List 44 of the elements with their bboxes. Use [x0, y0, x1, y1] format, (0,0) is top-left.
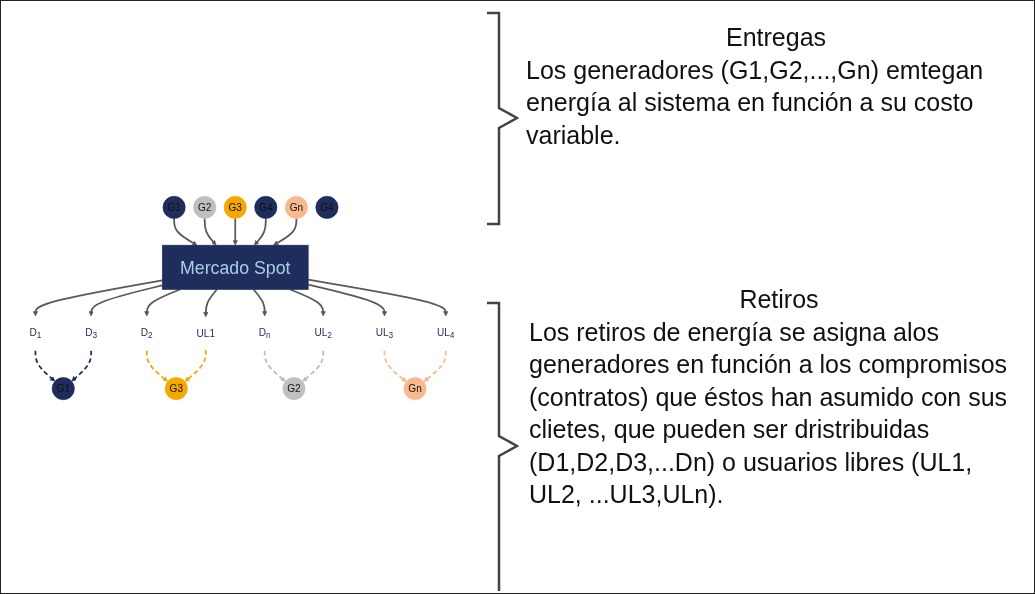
node-circle: Gn: [403, 377, 427, 401]
node-text: D$_{1}$: [29, 326, 42, 341]
node-circle: G4: [254, 195, 278, 219]
arrow: [88, 284, 164, 317]
arrow: [232, 217, 238, 246]
arrow: [252, 288, 268, 317]
node-circle: Gn: [284, 195, 308, 219]
arrow: [71, 349, 92, 382]
arrow: [289, 288, 326, 317]
arrow: [34, 349, 56, 382]
arrow: [263, 349, 286, 382]
description-text: Los retiros de energía se asigna alos generadores en función a los compromisos (contratos) que éstos han asumido con sus clietes, que pueden ser dristribuidas (D1,D2,D3,...Dn) o usuarios libres (UL1, UL2, ...UL3,ULn).: [529, 316, 1009, 510]
node-text: UL$_{2}$: [314, 326, 332, 341]
node-text: D$_{3}$: [85, 326, 98, 341]
arrow: [173, 217, 198, 246]
arrow: [203, 217, 217, 246]
node-circle: G3: [164, 377, 188, 401]
arrow: [145, 349, 168, 382]
arrow: [302, 349, 325, 382]
section-heading: Retiros: [738, 284, 820, 315]
arrow: [203, 288, 218, 318]
node-circle: G1: [51, 377, 75, 401]
node-circle: G4: [315, 195, 339, 219]
node-circle: G1: [162, 195, 186, 219]
node-circle: G2: [282, 377, 306, 401]
arrow: [423, 349, 447, 382]
node-text: UL1: [196, 327, 215, 339]
node-box: Mercado Spot: [161, 244, 309, 290]
arrow: [32, 279, 164, 317]
node-circle: G2: [193, 195, 217, 219]
node-text: UL$_{3}$: [375, 326, 394, 341]
node-text: D$_{n}$: [258, 326, 271, 341]
node-text: UL$_{4}$: [437, 326, 455, 341]
description-text: Los generadores (G1,G2,...,Gn) emtegan energía al sistema en función a su costo variable.: [526, 54, 985, 151]
arrow: [254, 217, 267, 246]
arrow: [383, 349, 407, 382]
node-circle: G3: [223, 195, 247, 219]
node-text: D$_{2}$: [140, 326, 153, 341]
section-heading: Entregas: [724, 22, 828, 53]
arrow: [184, 349, 207, 382]
arrow: [307, 278, 449, 317]
arrow: [307, 283, 388, 317]
arrow: [273, 217, 298, 246]
arrow: [144, 288, 181, 317]
